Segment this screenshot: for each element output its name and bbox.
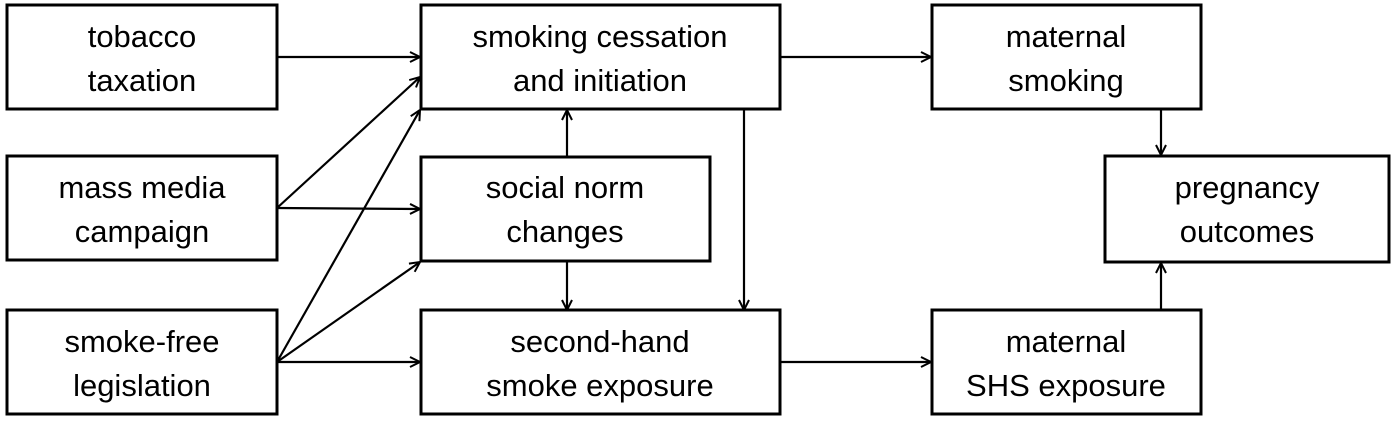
node-pregnancy-outcomes-line2: outcomes — [1180, 214, 1314, 249]
node-second-hand-smoke-line1: second-hand — [510, 324, 689, 359]
node-maternal-shs-exposure: maternal SHS exposure — [930, 308, 1203, 416]
node-smoking-cessation-and-initiation: smoking cessation and initiation — [419, 3, 782, 111]
node-maternal-shs-exposure-line1: maternal — [1006, 324, 1127, 359]
node-pregnancy-outcomes-line1: pregnancy — [1175, 170, 1320, 205]
node-second-hand-smoke-line2: smoke exposure — [486, 368, 713, 403]
node-social-norm-changes: social norm changes — [419, 155, 712, 263]
edge-smoke-free-to-social-norm — [276, 262, 420, 363]
node-tobacco-taxation: tobacco taxation — [5, 3, 279, 111]
node-mass-media-campaign: mass media campaign — [5, 154, 279, 262]
node-tobacco-taxation-line1: tobacco — [88, 19, 197, 54]
node-maternal-smoking-line1: maternal — [1006, 19, 1127, 54]
node-mass-media-campaign-line1: mass media — [58, 170, 226, 205]
node-maternal-shs-exposure-line2: SHS exposure — [966, 368, 1166, 403]
node-smoke-free-legislation: smoke-free legislation — [5, 308, 279, 416]
node-maternal-smoking-line2: smoking — [1008, 63, 1123, 98]
node-pregnancy-outcomes: pregnancy outcomes — [1103, 154, 1391, 264]
node-smoking-cessation-line1: smoking cessation — [472, 19, 727, 54]
node-mass-media-campaign-line2: campaign — [75, 214, 209, 249]
node-second-hand-smoke-exposure: second-hand smoke exposure — [419, 308, 782, 416]
node-maternal-smoking: maternal smoking — [930, 3, 1203, 111]
node-smoke-free-legislation-line1: smoke-free — [64, 324, 219, 359]
node-social-norm-changes-line2: changes — [506, 214, 623, 249]
node-smoke-free-legislation-line2: legislation — [73, 368, 211, 403]
edge-mass-media-to-smoking-cessation — [276, 77, 420, 209]
node-tobacco-taxation-line2: taxation — [88, 63, 197, 98]
node-social-norm-changes-line1: social norm — [486, 170, 645, 205]
edge-smoke-free-to-smoking-cessation — [276, 110, 420, 363]
edges — [276, 57, 1161, 363]
edge-mass-media-to-social-norm — [276, 208, 420, 209]
node-smoking-cessation-line2: and initiation — [513, 63, 687, 98]
